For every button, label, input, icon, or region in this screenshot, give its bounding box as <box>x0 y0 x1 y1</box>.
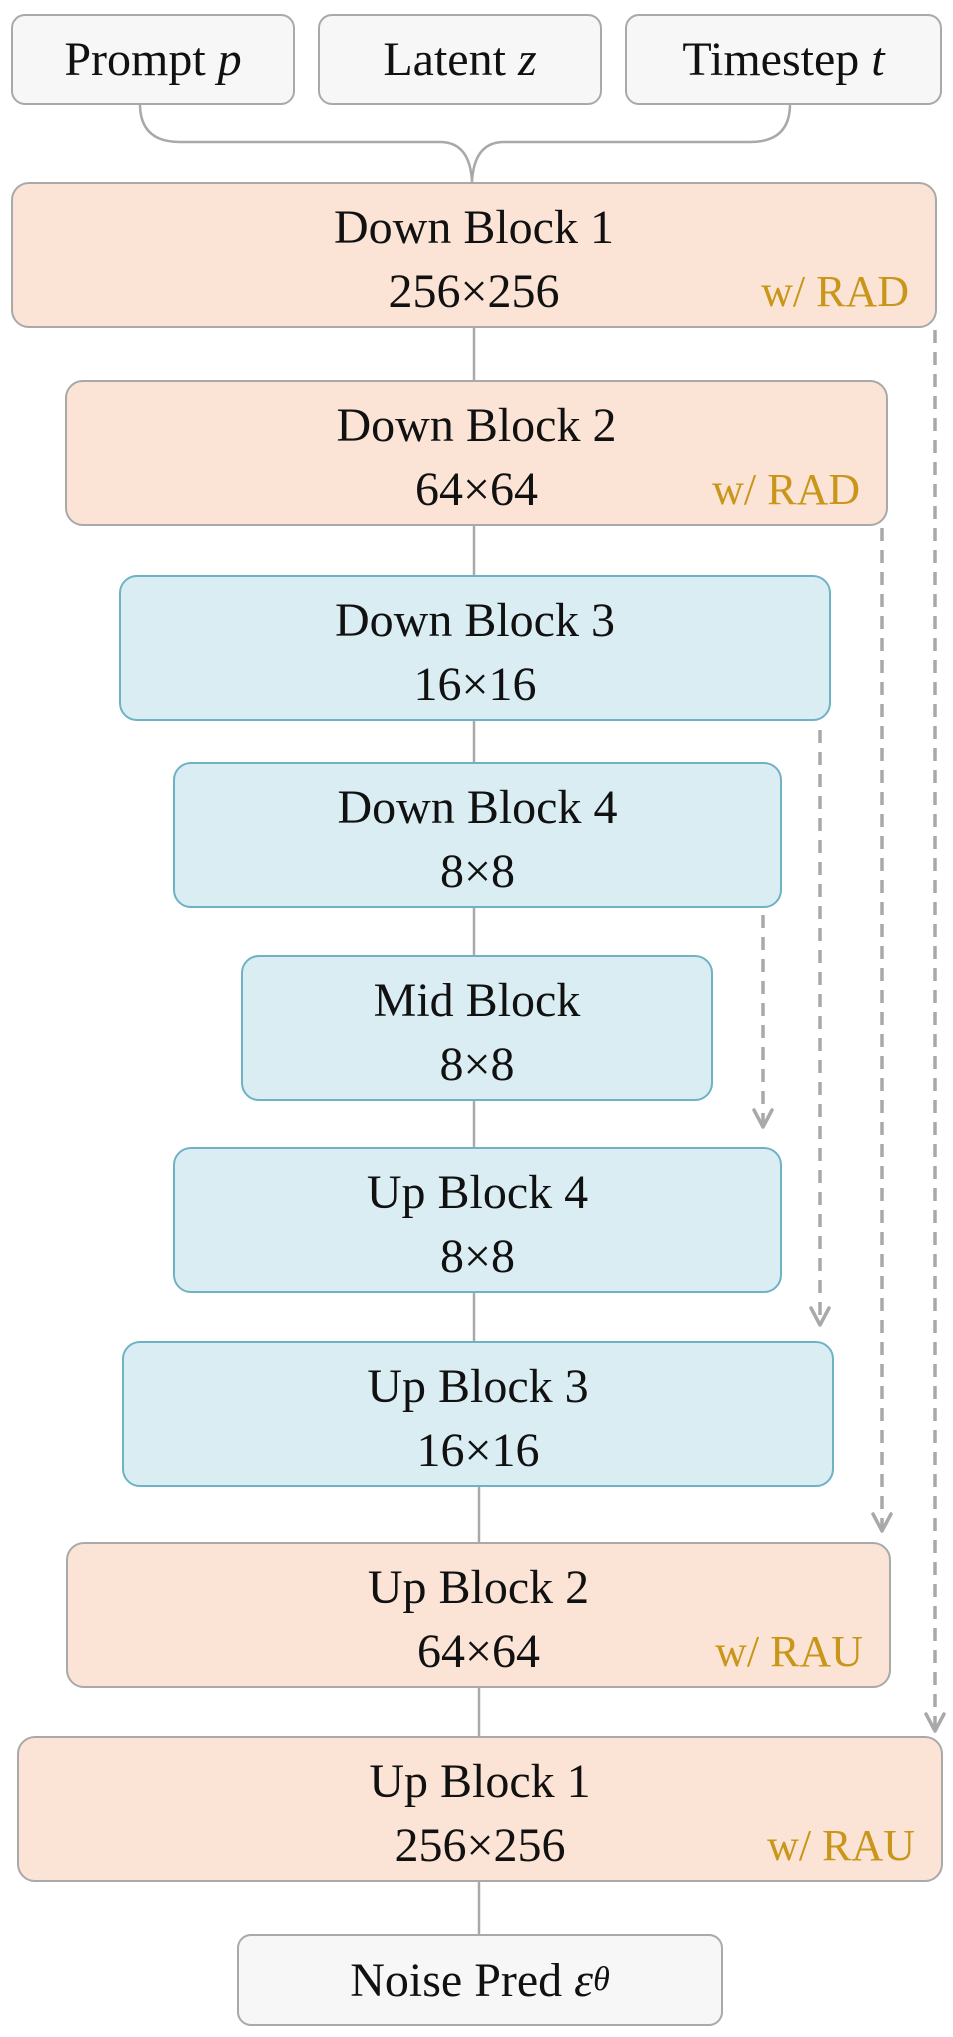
mid-block: Mid Block 8×8 <box>241 955 713 1101</box>
input-latent: Latent z <box>318 14 602 105</box>
input-prompt-var: p <box>217 33 242 86</box>
up-block-2: Up Block 2 64×64 w/ RAU <box>66 1542 891 1688</box>
down-block-2: Down Block 2 64×64 w/ RAD <box>65 380 888 526</box>
output-label: Noise Pred <box>350 1953 563 2007</box>
input-latent-var: z <box>517 33 537 86</box>
input-latent-label: Latent <box>383 33 506 86</box>
down-block-2-tag: w/ RAD <box>712 465 860 514</box>
down-block-4-resolution: 8×8 <box>439 845 516 898</box>
up-block-2-title: Up Block 2 <box>367 1561 590 1614</box>
input-prompt: Prompt p <box>11 14 295 105</box>
down-block-1-title: Down Block 1 <box>334 201 614 254</box>
skip-down4-up4-arrowhead <box>752 1108 774 1129</box>
up-block-1-tag: w/ RAU <box>767 1821 915 1870</box>
up-block-4-title: Up Block 4 <box>366 1166 589 1219</box>
up-block-1-resolution: 256×256 <box>394 1819 566 1872</box>
input-prompt-label: Prompt <box>64 33 206 86</box>
down-block-1-tag: w/ RAD <box>761 267 909 316</box>
input-timestep-label: Timestep <box>682 33 860 86</box>
input-merge-brace <box>138 103 792 183</box>
down-block-4-title: Down Block 4 <box>337 781 618 834</box>
down-block-2-title: Down Block 2 <box>336 399 617 452</box>
input-timestep: Timestep t <box>625 14 942 105</box>
up-block-3: Up Block 3 16×16 <box>122 1341 834 1487</box>
up-block-1-title: Up Block 1 <box>369 1755 591 1808</box>
down-block-1-resolution: 256×256 <box>388 265 560 318</box>
up-block-1: Up Block 1 256×256 w/ RAU <box>17 1736 943 1882</box>
down-block-4: Down Block 4 8×8 <box>173 762 782 908</box>
down-block-3: Down Block 3 16×16 <box>119 575 831 721</box>
input-timestep-var: t <box>871 33 885 86</box>
skip-down1-up1-arrowhead <box>924 1712 946 1733</box>
skip-down2-up2-arrowhead <box>871 1512 893 1533</box>
up-block-3-resolution: 16×16 <box>416 1424 540 1477</box>
skip-down3-up3-arrowhead <box>809 1306 831 1327</box>
mid-block-resolution: 8×8 <box>439 1038 515 1091</box>
output-epsilon: ε <box>574 1953 594 2007</box>
down-block-3-title: Down Block 3 <box>335 594 615 647</box>
up-block-2-resolution: 64×64 <box>416 1625 541 1678</box>
up-block-4: Up Block 4 8×8 <box>173 1147 782 1293</box>
output-theta: θ <box>593 1961 610 1998</box>
up-block-4-resolution: 8×8 <box>439 1230 516 1283</box>
up-block-3-title: Up Block 3 <box>367 1360 589 1413</box>
mid-block-title: Mid Block <box>373 974 581 1027</box>
down-block-3-resolution: 16×16 <box>413 658 537 711</box>
down-block-2-resolution: 64×64 <box>414 463 539 516</box>
down-block-1: Down Block 1 256×256 w/ RAD <box>11 182 937 328</box>
up-block-2-tag: w/ RAU <box>715 1627 863 1676</box>
